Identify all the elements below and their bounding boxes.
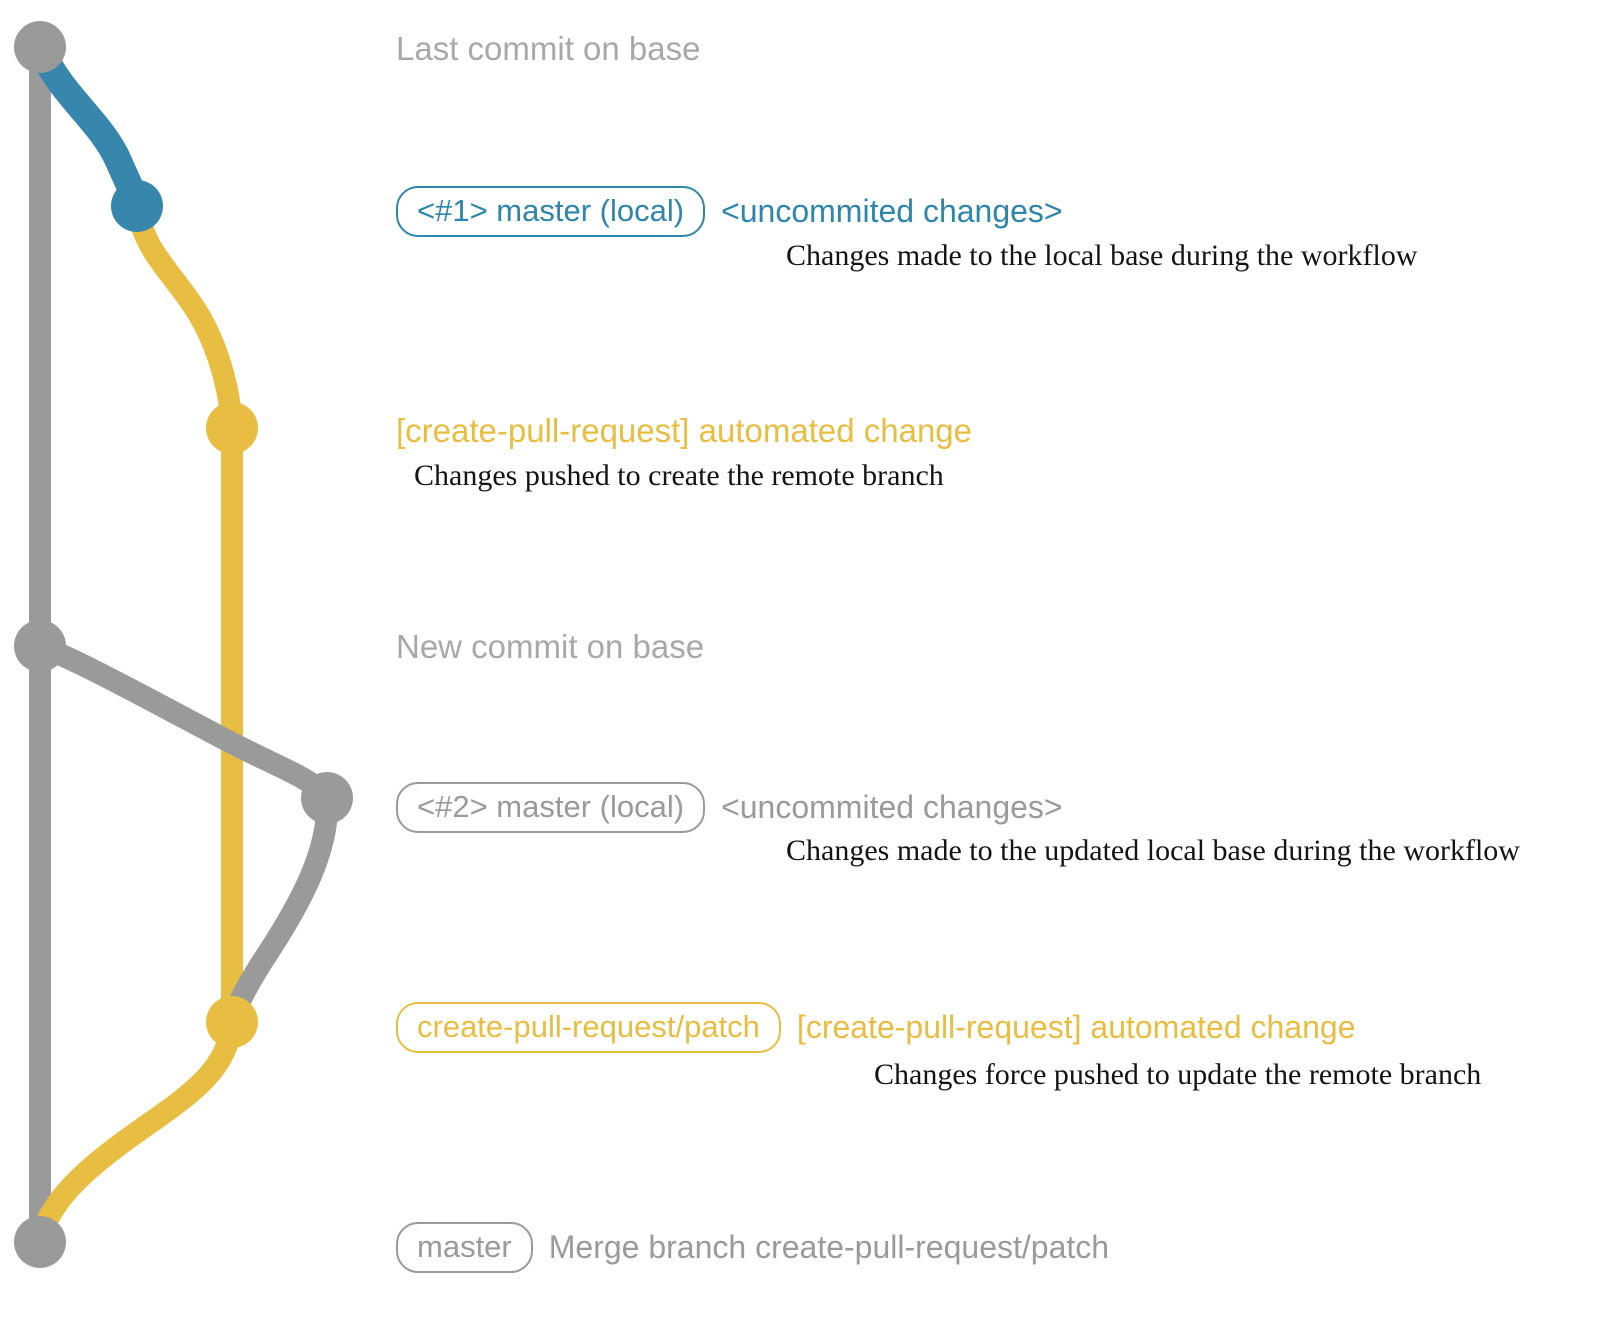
edge-patch-2-to-merge: [29, 1011, 243, 1253]
edge-local-2-to-patch-2: [221, 787, 339, 1033]
entry-master-local-2: <#2> master (local) <uncommited changes>: [396, 782, 1063, 833]
commit-subject: Merge branch create-pull-request/patch: [548, 1229, 1110, 1265]
headline-last-commit-on-base: Last commit on base: [396, 30, 700, 68]
node-new-commit-on-base: [14, 620, 66, 672]
node-automated-change-2: [206, 996, 258, 1048]
entry-master-local-1: <#1> master (local) <uncommited changes>: [396, 186, 1063, 237]
ref-badge-create-pull-request-patch[interactable]: create-pull-request/patch: [396, 1002, 781, 1053]
headline-new-commit-on-base: New commit on base: [396, 628, 704, 666]
headline-automated-change-2: create-pull-request/patch [create-pull-r…: [396, 1002, 1355, 1053]
ref-badge-master[interactable]: master: [396, 1222, 533, 1273]
node-master-local-1: [111, 180, 163, 232]
description-master-local-1: Changes made to the local base during th…: [786, 239, 1418, 272]
node-master-local-2: [301, 772, 353, 824]
headline-automated-change-1: [create-pull-request] automated change: [396, 412, 972, 450]
ref-badge-master-local-2[interactable]: <#2> master (local): [396, 782, 706, 833]
description-automated-change-2: Changes force pushed to update the remot…: [874, 1058, 1482, 1091]
commit-subject: <uncommited changes>: [721, 789, 1063, 825]
headline-master-local-2: <#2> master (local) <uncommited changes>: [396, 782, 1063, 833]
entry-last-commit-on-base: Last commit on base: [396, 30, 700, 68]
node-last-commit-on-base: [14, 21, 66, 73]
edge-base-to-local-1: [26, 33, 151, 220]
entry-automated-change-2: create-pull-request/patch [create-pull-r…: [396, 1002, 1355, 1053]
commit-graph: [14, 21, 353, 1268]
edge-base-to-local-2: [29, 635, 338, 809]
entry-automated-change-1: [create-pull-request] automated change: [396, 412, 972, 450]
headline-master-local-1: <#1> master (local) <uncommited changes>: [396, 186, 1063, 237]
ref-badge-master-local-1[interactable]: <#1> master (local): [396, 186, 706, 237]
node-merge-commit: [14, 1216, 66, 1268]
description-automated-change-1: Changes pushed to create the remote bran…: [414, 459, 944, 492]
description-master-local-2: Changes made to the updated local base d…: [786, 834, 1520, 867]
node-automated-change-1: [206, 402, 258, 454]
headline-merge-commit: master Merge branch create-pull-request/…: [396, 1222, 1109, 1273]
commit-subject: Last commit on base: [396, 30, 701, 67]
commit-subject: <uncommited changes>: [721, 193, 1063, 229]
edge-local-1-to-patch-1: [126, 195, 243, 439]
entry-merge-commit: master Merge branch create-pull-request/…: [396, 1222, 1109, 1273]
commit-subject: [create-pull-request] automated change: [396, 412, 973, 449]
entry-new-commit-on-base: New commit on base: [396, 628, 704, 666]
commit-subject: [create-pull-request] automated change: [796, 1009, 1356, 1045]
commit-subject: New commit on base: [396, 628, 705, 665]
